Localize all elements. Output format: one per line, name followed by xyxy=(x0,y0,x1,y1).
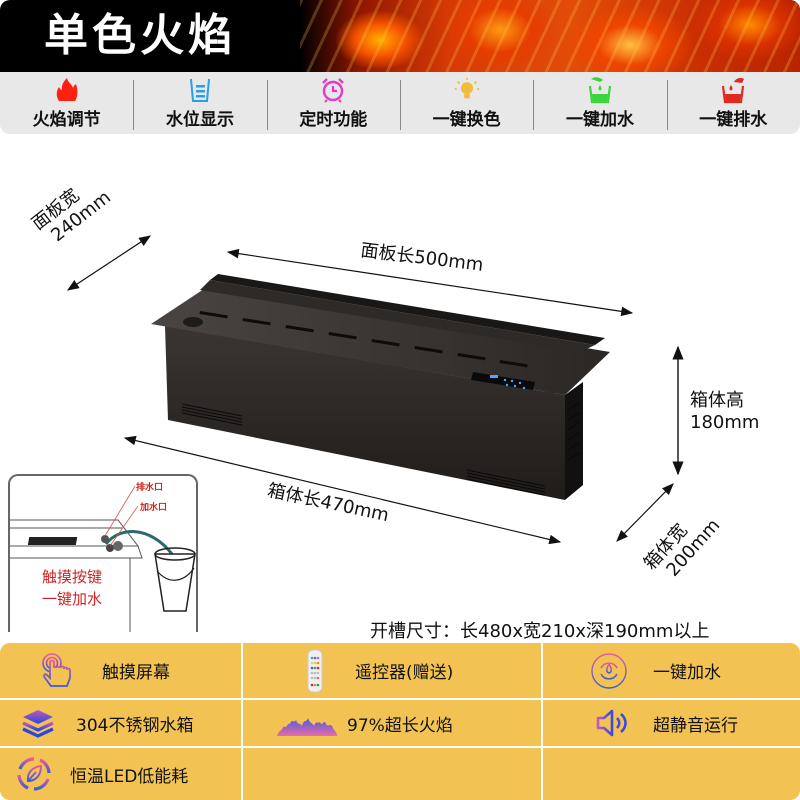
layers-stack-icon xyxy=(18,705,58,741)
light-bulb-icon xyxy=(454,77,480,103)
eco-leaf-cycle-icon xyxy=(14,756,54,792)
panel-length-arrow xyxy=(226,248,634,317)
box-height-value: 180mm xyxy=(690,412,760,433)
feature-cell-long-flame: 97%超长火焰 xyxy=(243,700,543,748)
inset-caption: 触摸按键 一键加水 xyxy=(22,566,122,610)
box-height-label: 箱体高 180mm xyxy=(690,390,759,434)
drain-port-label: 排水口 xyxy=(136,483,164,493)
inset-caption-line1: 触摸按键 xyxy=(41,568,102,586)
panel-width-arrow xyxy=(66,235,152,291)
feature-label: 一键加水 xyxy=(565,109,634,130)
box-height-title: 箱体高 xyxy=(690,390,744,411)
feature-timer: 定时功能 xyxy=(266,72,400,134)
box-length-arrow xyxy=(123,435,562,545)
feature-add-water: 一键加水 xyxy=(533,72,666,134)
feature-label: 触摸屏幕 xyxy=(102,663,170,683)
feature-cell-one-key-water: 一键加水 xyxy=(543,643,800,700)
feature-label: 一键换色 xyxy=(432,109,501,130)
box-width-arrow xyxy=(616,483,674,542)
fireplace-product-image xyxy=(151,274,610,500)
touch-hand-icon xyxy=(38,652,78,689)
banner: 单色火焰 xyxy=(0,0,800,72)
water-level-cup-icon xyxy=(187,77,213,103)
water-fill-illustration xyxy=(10,485,196,632)
feature-label: 定时功能 xyxy=(299,109,368,130)
flame-wave-icon xyxy=(275,705,339,741)
product-diagram xyxy=(66,235,684,545)
feature-color-change: 一键换色 xyxy=(399,72,533,134)
feature-flame-adjust: 火焰调节 xyxy=(0,72,133,134)
feature-label: 水位显示 xyxy=(165,109,234,130)
feature-cell-remote: 遥控器(赠送) xyxy=(243,643,543,700)
feature-cell-empty xyxy=(243,748,543,800)
fill-port-label: 加水口 xyxy=(140,503,168,513)
features-grid: 触摸屏幕 遥控器(赠送) 一键加水 xyxy=(0,643,800,800)
flame-icon xyxy=(54,77,80,103)
page-title: 单色火焰 xyxy=(44,10,236,61)
feature-label: 一键加水 xyxy=(653,663,721,683)
feature-drain-water: 一键排水 xyxy=(666,72,800,134)
feature-label: 97%超长火焰 xyxy=(347,715,453,736)
add-water-cup-icon xyxy=(587,76,613,103)
slot-size-text: 开槽尺寸：长480x宽210x深190mm以上 xyxy=(370,621,710,642)
feature-cell-empty xyxy=(543,748,800,800)
feature-cell-led: 恒温LED低能耗 xyxy=(0,748,243,800)
feature-label: 恒温LED低能耗 xyxy=(70,766,189,787)
alarm-clock-icon xyxy=(320,77,346,103)
feature-cell-touch: 触摸屏幕 xyxy=(0,643,243,700)
speaker-icon xyxy=(593,705,633,741)
drain-water-cup-icon xyxy=(720,77,746,103)
inset-caption-line2: 一键加水 xyxy=(41,590,102,608)
feature-water-level: 水位显示 xyxy=(133,72,266,134)
water-fill-inset: 排水口 加水口 触摸按键 一键加水 xyxy=(8,474,198,632)
flame-background-image xyxy=(300,0,800,72)
feature-label: 遥控器(赠送) xyxy=(355,663,454,683)
feature-bar: 火焰调节 水位显示 定时功能 一键换色 一键加水 一键排水 xyxy=(0,72,800,134)
feature-cell-silent: 超静音运行 xyxy=(543,700,800,748)
feature-label: 304不锈钢水箱 xyxy=(76,715,194,736)
feature-label: 火焰调节 xyxy=(32,109,101,130)
feature-label: 一键排水 xyxy=(699,109,768,130)
feature-cell-water-tank: 304不锈钢水箱 xyxy=(0,700,243,748)
remote-control-icon xyxy=(295,649,335,692)
water-drop-cycle-icon xyxy=(589,652,629,689)
feature-label: 超静音运行 xyxy=(653,715,738,736)
